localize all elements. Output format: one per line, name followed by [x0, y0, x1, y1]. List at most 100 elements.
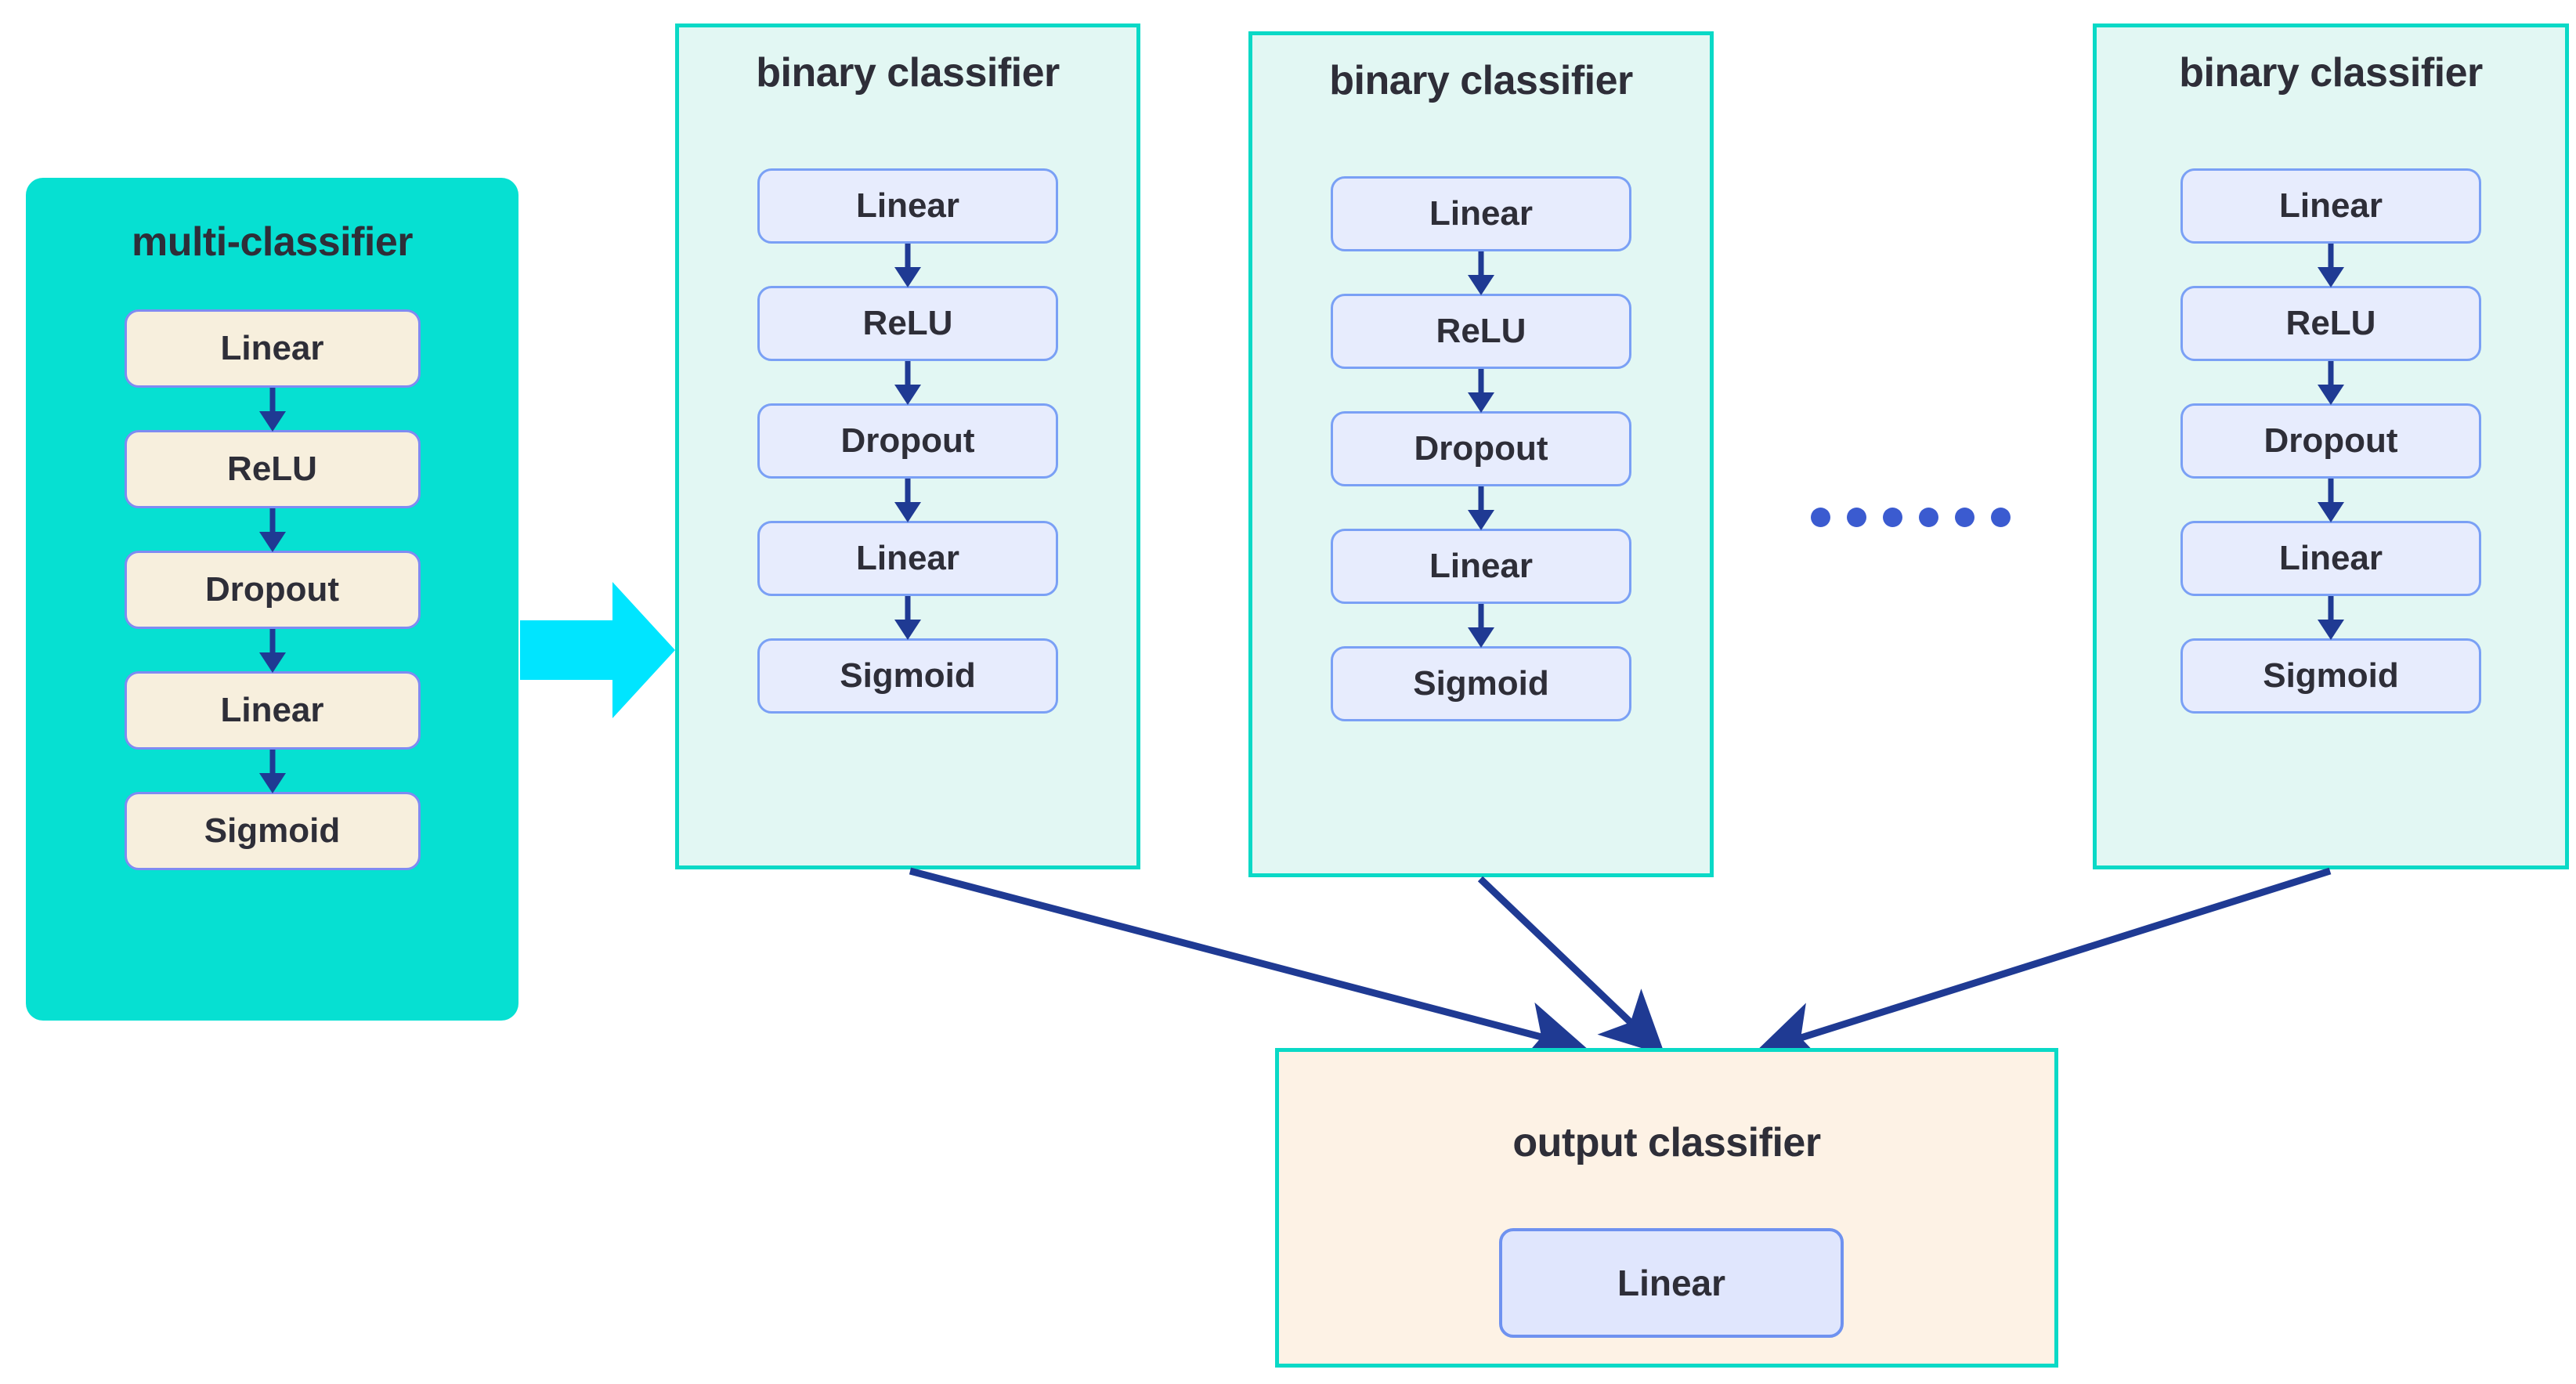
layer-row: Sigmoid: [1331, 646, 1631, 721]
binary-classifier-layer-stack-1: Linear ReLU Dropout Linear: [679, 168, 1136, 714]
layer-row: Dropout: [1331, 411, 1631, 486]
arrow-shaft: [2328, 596, 2334, 623]
layer-row: ReLU: [1331, 294, 1631, 369]
arrow-shaft: [905, 596, 911, 623]
layer-chip-linear-2[interactable]: Linear: [2180, 521, 2481, 596]
arrow-head: [1468, 275, 1494, 295]
arrow-shaft: [905, 361, 911, 388]
arrow-head: [258, 532, 286, 552]
arrow-shaft: [269, 750, 275, 776]
flow-arrow-down-icon: [892, 479, 923, 522]
layer-chip-linear-2[interactable]: Linear: [124, 671, 421, 750]
flow-arrow-down-icon: [1465, 604, 1497, 648]
flow-arrow-down-icon: [892, 596, 923, 640]
layer-chip-dropout[interactable]: Dropout: [124, 551, 421, 629]
ellipsis-dot: [1847, 508, 1866, 527]
layer-row: Dropout: [757, 403, 1058, 479]
output-classifier-group[interactable]: output classifier Linear: [1275, 1048, 2058, 1368]
binary-classifier-layer-stack-3: Linear ReLU Dropout Linear: [2097, 168, 2565, 714]
output-classifier-title: output classifier: [1512, 1120, 1821, 1165]
layer-row: Linear: [757, 168, 1058, 244]
arrow-shaft: [2328, 361, 2334, 388]
layer-row: Linear: [1331, 529, 1631, 604]
binary-1-to-output-arrow: [909, 867, 1588, 1064]
multi-classifier-group[interactable]: multi-classifier Linear ReLU Dropout: [26, 178, 518, 1021]
ellipsis-dot: [1811, 508, 1830, 527]
binary-2-to-output-arrow: [1477, 876, 1666, 1056]
layer-chip-linear-1[interactable]: Linear: [1331, 176, 1631, 251]
arrow-shaft: [2328, 479, 2334, 505]
flow-arrow-down-icon: [1465, 486, 1497, 530]
layer-chip-dropout[interactable]: Dropout: [2180, 403, 2481, 479]
layer-chip-linear-1[interactable]: Linear: [2180, 168, 2481, 244]
arrow-shaft: [269, 388, 275, 414]
arrow-head: [1468, 627, 1494, 648]
binary-classifier-group-1[interactable]: binary classifier Linear ReLU Dropout: [675, 23, 1140, 869]
flow-arrow-down-icon: [257, 508, 288, 552]
binary-3-to-output-arrow: [1754, 867, 2332, 1064]
layer-row: Sigmoid: [2180, 638, 2481, 714]
layer-row: Sigmoid: [757, 638, 1058, 714]
layer-row: Linear: [124, 309, 421, 388]
flow-arrow-down-icon: [257, 629, 288, 673]
layer-chip-linear-1[interactable]: Linear: [124, 309, 421, 388]
binary-classifier-title-1: binary classifier: [756, 50, 1060, 96]
arrow-head: [258, 652, 286, 673]
flow-arrow-down-icon: [892, 244, 923, 287]
layer-chip-linear[interactable]: Linear: [1499, 1228, 1844, 1338]
arrow-head: [894, 620, 921, 640]
arrow-shaft: [1478, 369, 1484, 396]
layer-row: Dropout: [2180, 403, 2481, 479]
layer-chip-linear-2[interactable]: Linear: [1331, 529, 1631, 604]
layer-row: ReLU: [124, 430, 421, 508]
flow-arrow-down-icon: [2315, 596, 2347, 640]
layer-chip-sigmoid[interactable]: Sigmoid: [1331, 646, 1631, 721]
multi-classifier-layer-stack: Linear ReLU Dropout Linear: [26, 309, 518, 870]
ellipsis-dot: [1919, 508, 1938, 527]
more-binary-classifiers-ellipsis-icon: [1811, 508, 2011, 527]
arrow-head: [894, 267, 921, 287]
arrow-head: [1468, 510, 1494, 530]
arrow-head: [258, 773, 286, 793]
layer-chip-relu[interactable]: ReLU: [1331, 294, 1631, 369]
layer-row: Dropout: [124, 551, 421, 629]
flow-arrow-down-icon: [257, 750, 288, 793]
ellipsis-dot: [1883, 508, 1902, 527]
flow-arrow-down-icon: [2315, 361, 2347, 405]
binary-classifier-group-2[interactable]: binary classifier Linear ReLU Dropout: [1248, 31, 1714, 877]
layer-chip-dropout[interactable]: Dropout: [757, 403, 1058, 479]
layer-chip-relu[interactable]: ReLU: [124, 430, 421, 508]
layer-row: Linear: [124, 671, 421, 750]
flow-arrow-down-icon: [2315, 479, 2347, 522]
layer-chip-sigmoid[interactable]: Sigmoid: [757, 638, 1058, 714]
layer-chip-dropout[interactable]: Dropout: [1331, 411, 1631, 486]
flow-arrow-down-icon: [1465, 369, 1497, 413]
arrow-shaft: [2328, 244, 2334, 270]
layer-chip-linear-2[interactable]: Linear: [757, 521, 1058, 596]
layer-row: ReLU: [2180, 286, 2481, 361]
layer-row: ReLU: [757, 286, 1058, 361]
layer-chip-linear-1[interactable]: Linear: [757, 168, 1058, 244]
arrow-head: [258, 411, 286, 432]
layer-row: Linear: [2180, 168, 2481, 244]
arrow-shaft: [269, 508, 275, 535]
arrow-head: [2318, 502, 2344, 522]
arrow-shaft: [905, 244, 911, 270]
arrow-head: [894, 502, 921, 522]
arrow-shaft: [1478, 251, 1484, 278]
layer-chip-relu[interactable]: ReLU: [2180, 286, 2481, 361]
binary-classifier-title-2: binary classifier: [1329, 58, 1633, 103]
flow-arrow-down-icon: [257, 388, 288, 432]
arrow-head: [2318, 385, 2344, 405]
binary-classifier-layer-stack-2: Linear ReLU Dropout Linear: [1252, 176, 1710, 721]
binary-classifier-title-3: binary classifier: [2179, 50, 2483, 96]
binary-classifier-group-3[interactable]: binary classifier Linear ReLU Dropout: [2093, 23, 2569, 869]
arrow-head: [1468, 392, 1494, 413]
layer-chip-relu[interactable]: ReLU: [757, 286, 1058, 361]
arrow-shaft: [1478, 604, 1484, 631]
layer-chip-sigmoid[interactable]: Sigmoid: [124, 792, 421, 870]
arrow-head: [2318, 620, 2344, 640]
arrow-shaft: [269, 629, 275, 656]
layer-chip-sigmoid[interactable]: Sigmoid: [2180, 638, 2481, 714]
